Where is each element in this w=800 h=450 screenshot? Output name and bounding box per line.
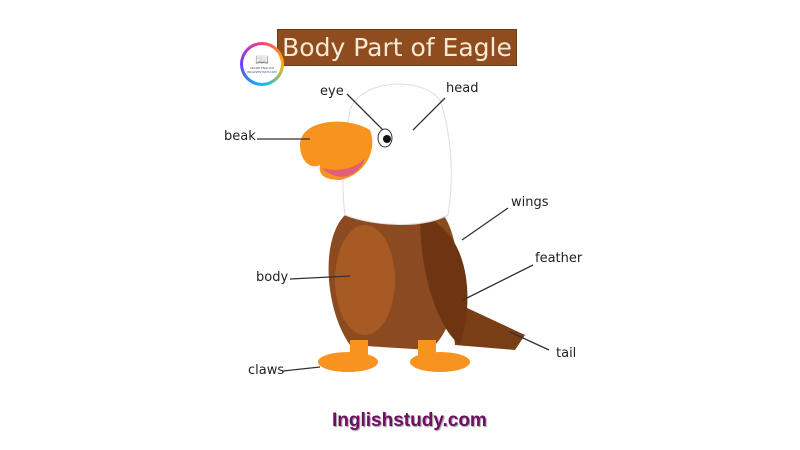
label-lines bbox=[257, 93, 550, 372]
logo-text-2: INGLISHSTUDY.COM bbox=[247, 70, 277, 74]
eagle-wing bbox=[420, 215, 468, 345]
label-feather: feather bbox=[535, 251, 583, 266]
eagle-chest bbox=[335, 225, 395, 335]
eagle-right-foot bbox=[410, 352, 470, 372]
label-tail: tail bbox=[556, 346, 577, 361]
footer-website: Inglishstudy.com bbox=[332, 410, 487, 431]
logo-text-1: LEARN ENGLISH bbox=[249, 66, 275, 70]
eagle-tail bbox=[450, 300, 525, 350]
page-title: Body Part of Eagle bbox=[277, 29, 517, 66]
book-icon: 📖 bbox=[255, 53, 269, 66]
label-wings: wings bbox=[511, 195, 549, 210]
eagle-eye bbox=[383, 135, 391, 143]
label-head: head bbox=[446, 81, 479, 96]
label-claws: claws bbox=[248, 363, 285, 378]
label-beak: beak bbox=[224, 129, 256, 144]
label-eye: eye bbox=[320, 84, 344, 99]
eagle-left-foot bbox=[318, 352, 378, 372]
label-body: body bbox=[256, 270, 289, 285]
site-logo: 📖 LEARN ENGLISH INGLISHSTUDY.COM bbox=[240, 42, 284, 86]
eagle-beak bbox=[300, 121, 373, 180]
